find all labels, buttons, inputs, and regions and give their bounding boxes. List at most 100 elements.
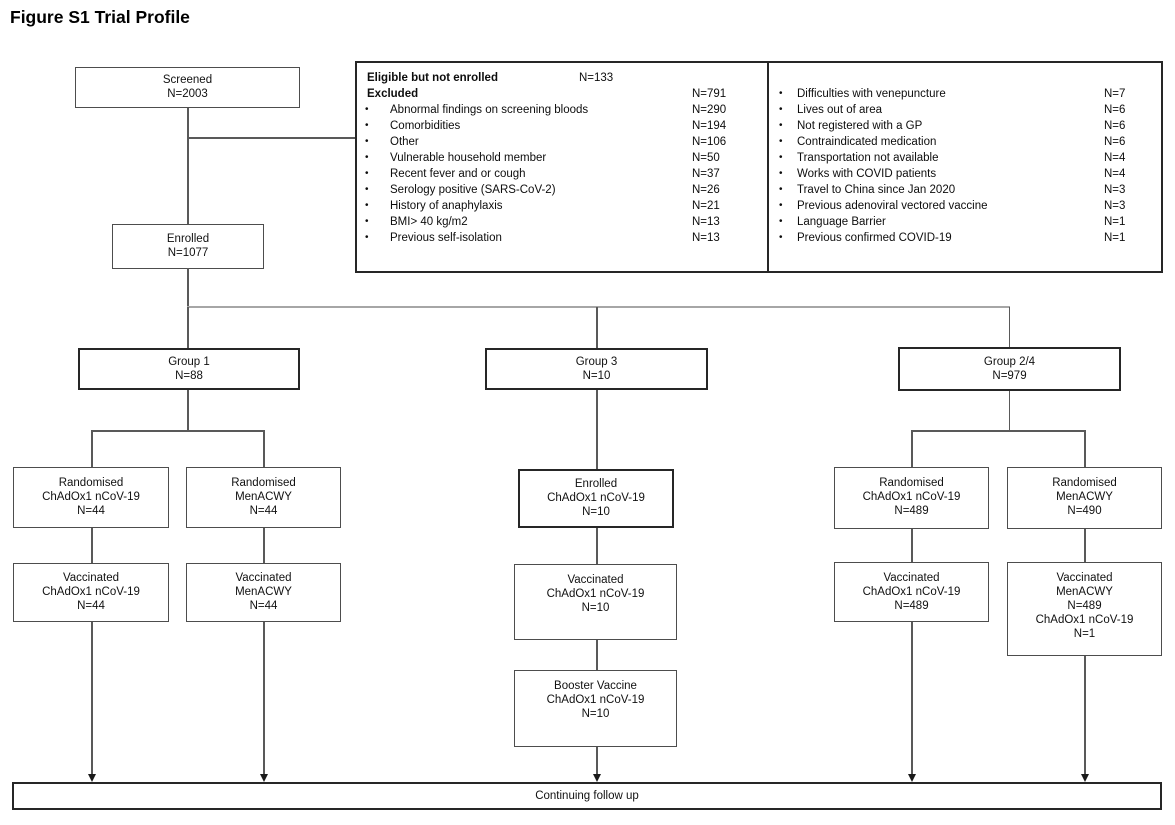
- bullet-icon: •: [365, 232, 369, 243]
- flow-connector: [91, 528, 93, 563]
- bullet-icon: •: [365, 104, 369, 115]
- flow-connector: [911, 430, 1085, 432]
- exclusion-item-label: Serology positive (SARS-CoV-2): [390, 184, 556, 196]
- bullet-icon: •: [779, 232, 783, 243]
- exclusion-item: • History of anaphylaxis N=21: [357, 198, 767, 214]
- exclusion-item-count: N=6: [1104, 136, 1126, 148]
- bullet-icon: •: [779, 120, 783, 131]
- exclusions-header-label: Eligible but not enrolled: [367, 72, 498, 84]
- g24-randomised-menacwy-box: Randomised MenACWY N=490: [1007, 467, 1162, 529]
- exclusion-item-label: Lives out of area: [797, 104, 883, 116]
- exclusion-item-count: N=106: [692, 136, 727, 148]
- exclusion-item-count: N=13: [692, 216, 720, 228]
- flow-connector: [187, 268, 189, 307]
- exclusion-item-count: N=3: [1104, 184, 1126, 196]
- group3-box: Group 3 N=10: [485, 348, 708, 390]
- bullet-icon: •: [365, 200, 369, 211]
- continuing-followup-bar: Continuing follow up: [12, 782, 1162, 810]
- bullet-icon: •: [779, 88, 783, 99]
- exclusion-item-label: Previous adenoviral vectored vaccine: [797, 200, 988, 212]
- exclusion-item-label: Difficulties with venepuncture: [797, 88, 946, 100]
- bullet-icon: •: [365, 168, 369, 179]
- bullet-icon: •: [779, 168, 783, 179]
- exclusion-item-label: Transportation not available: [797, 152, 939, 164]
- g24-vaccinated-chadox-box: Vaccinated ChAdOx1 nCoV-19 N=489: [834, 562, 989, 622]
- exclusion-item-label: Language Barrier: [797, 216, 886, 228]
- flow-connector: [596, 747, 598, 775]
- exclusion-item-count: N=21: [692, 200, 720, 212]
- bullet-icon: •: [779, 200, 783, 211]
- exclusion-item-label: BMI> 40 kg/m2: [390, 216, 468, 228]
- exclusion-item-label: Comorbidities: [390, 120, 461, 132]
- exclusion-item: • Works with COVID patients N=4: [769, 166, 1165, 182]
- exclusions-left-column: Eligible but not enrolled N=133 Excluded…: [357, 63, 767, 271]
- g3-booster-box: Booster Vaccine ChAdOx1 nCoV-19 N=10: [514, 670, 677, 747]
- exclusion-item-count: N=194: [692, 120, 727, 132]
- exclusions-header-eligible: Eligible but not enrolled N=133: [357, 70, 767, 86]
- exclusion-item-count: N=26: [692, 184, 720, 196]
- exclusion-item: • Previous self-isolation N=13: [357, 230, 767, 246]
- screened-box: Screened N=2003: [75, 67, 300, 108]
- arrow-down-icon: [88, 774, 96, 782]
- group24-box: Group 2/4 N=979: [898, 347, 1121, 391]
- exclusion-item: • Transportation not available N=4: [769, 150, 1165, 166]
- exclusions-header-excluded: Excluded N=791: [357, 86, 767, 102]
- bullet-icon: •: [365, 184, 369, 195]
- flow-connector: [596, 390, 598, 469]
- flow-connector: [263, 528, 265, 563]
- bullet-icon: •: [365, 216, 369, 227]
- exclusions-header-count: N=133: [579, 72, 614, 84]
- arrow-down-icon: [908, 774, 916, 782]
- exclusion-item-label: Abnormal findings on screening bloods: [390, 104, 589, 116]
- exclusion-item-label: Previous self-isolation: [390, 232, 502, 244]
- flow-connector: [187, 306, 1010, 308]
- exclusion-item-label: Works with COVID patients: [797, 168, 937, 180]
- g1-randomised-menacwy-box: Randomised MenACWY N=44: [186, 467, 341, 528]
- flow-connector: [91, 430, 264, 432]
- exclusion-item-count: N=4: [1104, 152, 1126, 164]
- flow-connector: [263, 622, 265, 775]
- bullet-icon: •: [779, 152, 783, 163]
- exclusion-item-count: N=3: [1104, 200, 1126, 212]
- exclusion-item-label: Travel to China since Jan 2020: [797, 184, 956, 196]
- exclusion-item: • BMI> 40 kg/m2 N=13: [357, 214, 767, 230]
- flow-connector: [911, 529, 913, 562]
- flow-connector: [1084, 529, 1086, 562]
- g3-vaccinated-box: Vaccinated ChAdOx1 nCoV-19 N=10: [514, 564, 677, 640]
- flow-connector: [187, 307, 189, 348]
- g1-vaccinated-menacwy-box: Vaccinated MenACWY N=44: [186, 563, 341, 622]
- bullet-icon: •: [365, 152, 369, 163]
- flow-connector: [911, 622, 913, 775]
- g1-randomised-chadox-box: Randomised ChAdOx1 nCoV-19 N=44: [13, 467, 169, 528]
- exclusion-item-count: N=50: [692, 152, 720, 164]
- exclusion-item-label: Other: [390, 136, 419, 148]
- flow-connector: [596, 307, 598, 348]
- g24-vaccinated-menacwy-box: Vaccinated MenACWY N=489 ChAdOx1 nCoV-19…: [1007, 562, 1162, 656]
- exclusion-item: • Previous confirmed COVID-19 N=1: [769, 230, 1165, 246]
- flow-connector: [187, 108, 189, 224]
- exclusion-item-count: N=13: [692, 232, 720, 244]
- exclusion-item-label: Not registered with a GP: [797, 120, 923, 132]
- figure-title: Figure S1 Trial Profile: [10, 7, 190, 27]
- exclusion-item-label: Recent fever and or cough: [390, 168, 526, 180]
- exclusion-item-count: N=1: [1104, 232, 1126, 244]
- bullet-icon: •: [779, 216, 783, 227]
- flow-connector: [1008, 307, 1010, 347]
- exclusion-item-label: History of anaphylaxis: [390, 200, 503, 212]
- flow-connector: [911, 430, 913, 467]
- exclusion-item: • Previous adenoviral vectored vaccine N=3: [769, 198, 1165, 214]
- group1-box: Group 1 N=88: [78, 348, 300, 390]
- exclusion-item-label: Previous confirmed COVID-19: [797, 232, 952, 244]
- exclusions-header-label: Excluded: [367, 88, 419, 100]
- exclusion-item-count: N=4: [1104, 168, 1126, 180]
- exclusion-item-count: N=7: [1104, 88, 1126, 100]
